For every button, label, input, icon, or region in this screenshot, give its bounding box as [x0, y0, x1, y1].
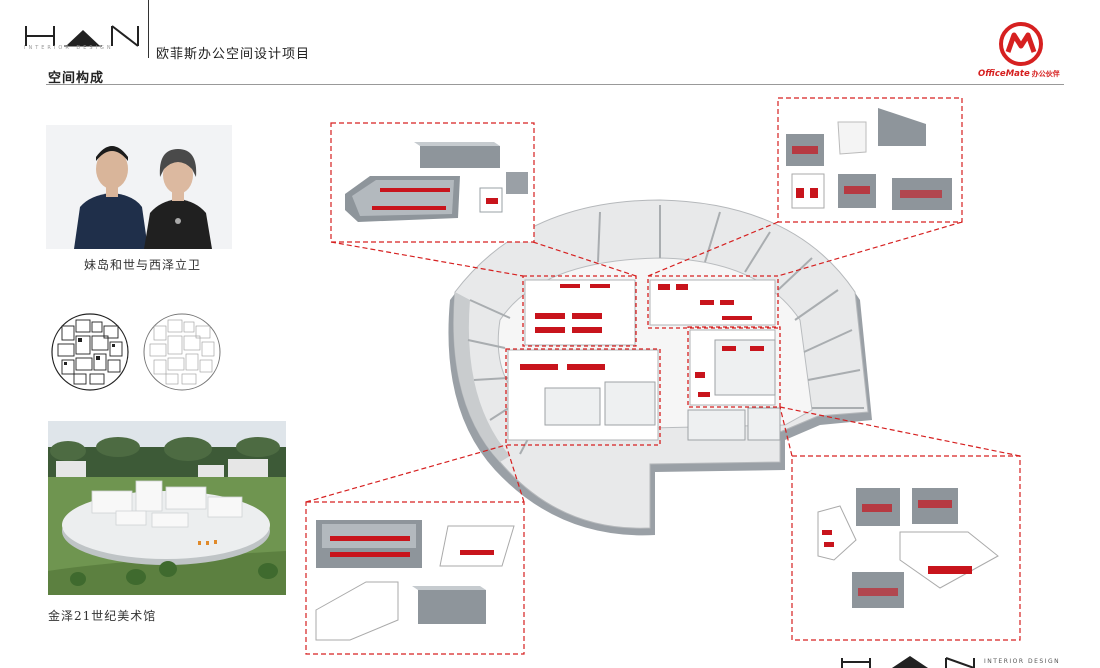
- floor-plan-diagram: [51, 313, 221, 391]
- header-divider: [148, 0, 149, 58]
- han-logo: [25, 25, 139, 47]
- officemate-logo-icon: [999, 22, 1043, 66]
- header-rule: [46, 84, 1064, 85]
- building-model: [448, 199, 872, 536]
- callout-top-left: [330, 122, 535, 243]
- callout-bottom-left: [305, 501, 525, 655]
- section-title: 空间构成: [48, 71, 105, 86]
- museum-caption: 金泽21世纪美术馆: [48, 609, 157, 623]
- project-title: 欧菲斯办公空间设计项目: [156, 47, 311, 62]
- logo-subtitle: INTERIOR DESIGN: [24, 45, 114, 51]
- architects-caption: 妹岛和世与西泽立卫: [84, 258, 202, 272]
- plan-dense: [51, 313, 129, 391]
- plan-light: [143, 313, 221, 391]
- leader-lines: [305, 221, 1021, 503]
- callout-bottom-right: [791, 455, 1021, 641]
- brand-name: OfficeMate: [978, 69, 1030, 79]
- space-composition-drawing: [305, 97, 1021, 655]
- museum-photo: [48, 421, 286, 595]
- architects-photo: [46, 125, 232, 249]
- footer-subtitle: INTERIOR DESIGN: [984, 658, 1061, 665]
- footer-han-logo: [841, 656, 975, 668]
- callout-top-right: [777, 97, 963, 223]
- brand-tagline: 办公伙伴: [1031, 70, 1060, 78]
